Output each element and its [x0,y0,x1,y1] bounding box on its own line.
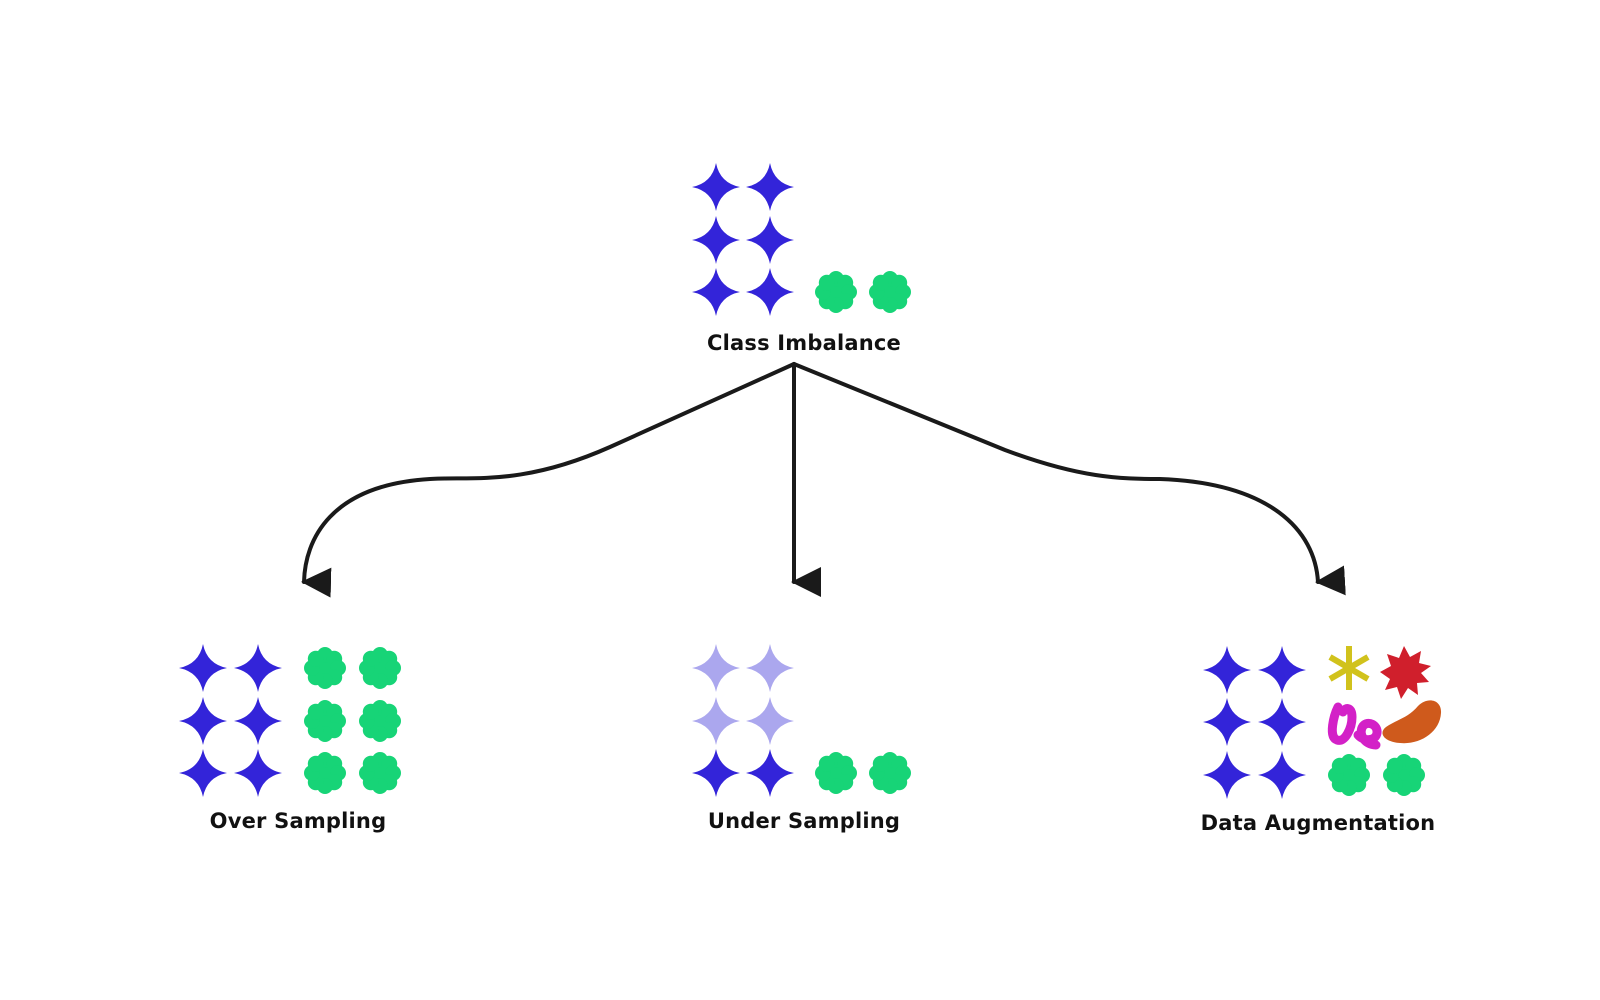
removed-majority-sample-icon [746,644,794,692]
minority-sample-icon [359,647,401,689]
majority-sample-icon [1258,646,1306,694]
edges [301,362,1346,598]
removed-majority-sample-icon [692,697,740,745]
majority-sample-icon [179,644,227,692]
minority-sample-icon [815,752,857,794]
star-burst-icon [1380,646,1431,699]
majority-sample-icon [746,163,794,211]
minority-sample-icon [869,271,911,313]
majority-sample-icon [746,268,794,316]
node-label-data-augmentation: Data Augmentation [1200,811,1436,835]
majority-sample-icon [179,749,227,797]
minority-sample-icon [1383,754,1425,796]
node-label-over-sampling: Over Sampling [209,809,387,833]
majority-sample-icon [746,749,794,797]
edge-root-to-augment [792,362,1346,596]
edge-root-to-over [301,362,796,598]
minority-sample-icon [304,752,346,794]
majority-sample-icon [234,644,282,692]
majority-sample-icon [179,697,227,745]
majority-sample-icon [1203,698,1251,746]
removed-majority-sample-icon [692,644,740,692]
majority-sample-icon [234,697,282,745]
majority-sample-icon [692,749,740,797]
majority-sample-icon [746,216,794,264]
node-label-under-sampling: Under Sampling [707,809,901,833]
minority-sample-icon [304,647,346,689]
node-label-class-imbalance: Class Imbalance [707,331,901,355]
majority-sample-icon [234,749,282,797]
removed-majority-sample-icon [746,697,794,745]
majority-sample-icon [692,163,740,211]
majority-sample-icon [1203,751,1251,799]
minority-sample-icon [815,271,857,313]
majority-sample-icon [1258,751,1306,799]
majority-sample-icon [692,268,740,316]
minority-sample-icon [869,752,911,794]
under-sampling-samples [692,644,911,797]
minority-sample-icon [359,752,401,794]
minority-sample-icon [359,700,401,742]
minority-sample-icon [1328,754,1370,796]
majority-sample-icon [1203,646,1251,694]
asterisk-icon [1328,646,1370,690]
squiggle-icon [1327,702,1382,750]
class-imbalance-samples [692,163,911,316]
minority-sample-icon [304,700,346,742]
over-sampling-samples [179,644,401,797]
majority-sample-icon [692,216,740,264]
data-augmentation-samples [1203,646,1442,799]
majority-sample-icon [1258,698,1306,746]
blob-icon [1382,700,1442,744]
